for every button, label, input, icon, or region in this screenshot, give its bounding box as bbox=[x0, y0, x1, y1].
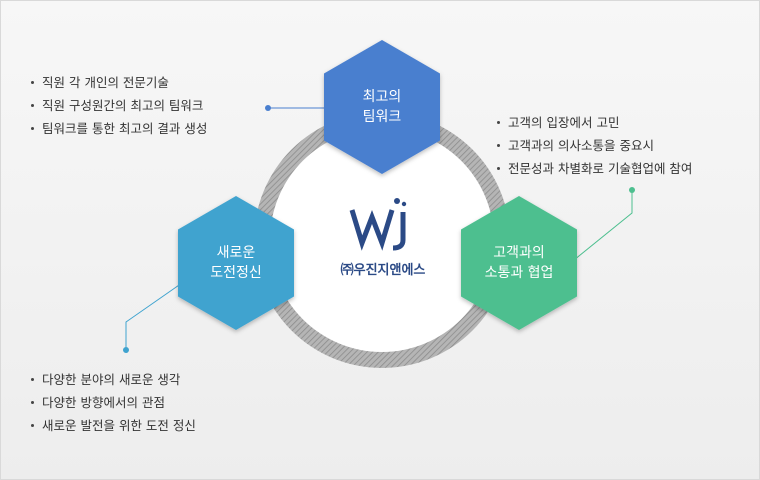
connector-top bbox=[265, 105, 324, 111]
challenge-label-line1: 새로운 bbox=[216, 245, 256, 261]
hexagon-teamwork bbox=[324, 40, 440, 174]
company-name: ㈜우진지앤에스 bbox=[340, 263, 426, 278]
list-item: 고객과의 의사소통을 중요시 bbox=[496, 134, 692, 157]
list-item: 직원 구성원간의 최고의 팀워크 bbox=[30, 94, 207, 117]
list-item: 직원 각 개인의 전문기술 bbox=[30, 71, 207, 94]
teamwork-label-line2: 팀워크 bbox=[362, 109, 402, 125]
challenge-list: 다양한 분야의 새로운 생각 다양한 방향에서의 관점 새로운 발전을 위한 도… bbox=[30, 368, 196, 437]
list-item: 다양한 방향에서의 관점 bbox=[30, 391, 196, 414]
teamwork-label-line1: 최고의 bbox=[362, 89, 402, 105]
communication-label-line2: 소통과 협업 bbox=[484, 265, 554, 281]
challenge-label-line2: 도전정신 bbox=[210, 265, 262, 281]
list-item: 다양한 분야의 새로운 생각 bbox=[30, 368, 196, 391]
company-logo-mark bbox=[349, 198, 407, 251]
communication-label: 고객과의 소통과 협업 bbox=[461, 243, 577, 283]
hexagon-challenge bbox=[178, 196, 294, 330]
teamwork-label: 최고의 팀워크 bbox=[324, 87, 440, 127]
communication-list: 고객의 입장에서 고민 고객과의 의사소통을 중요시 전문성과 차별화로 기술협… bbox=[496, 111, 692, 180]
hexagon-communication bbox=[461, 196, 577, 330]
connector-right bbox=[573, 187, 635, 261]
list-item: 팀워크를 통한 최고의 결과 생성 bbox=[30, 117, 207, 140]
list-item: 새로운 발전을 위한 도전 정신 bbox=[30, 414, 196, 437]
list-item: 전문성과 차별화로 기술협업에 참여 bbox=[496, 157, 692, 180]
communication-label-line1: 고객과의 bbox=[493, 245, 545, 261]
challenge-label: 새로운 도전정신 bbox=[178, 243, 294, 283]
list-item: 고객의 입장에서 고민 bbox=[496, 111, 692, 134]
connector-left bbox=[123, 282, 183, 353]
teamwork-list: 직원 각 개인의 전문기술 직원 구성원간의 최고의 팀워크 팀워크를 통한 최… bbox=[30, 71, 207, 140]
